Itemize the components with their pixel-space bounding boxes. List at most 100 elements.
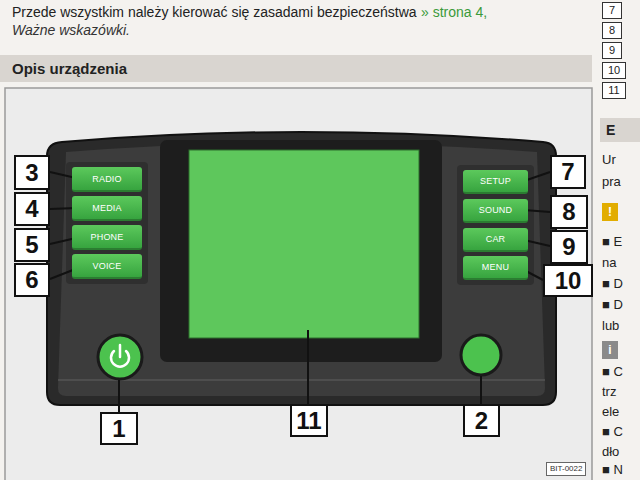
text-fragment: Ur: [602, 152, 616, 167]
leader-line: [118, 380, 120, 412]
hardware-button: RADIO: [72, 167, 142, 192]
figure-code-box: BIT-0022: [546, 462, 586, 476]
text-fragment-box: ■ E: [602, 234, 622, 250]
hardware-button: CAR: [463, 228, 528, 252]
text-fragment: ■ E: [602, 234, 622, 249]
body-text: Ważne wskazówki.: [12, 22, 130, 38]
info-icon: i: [608, 343, 611, 357]
text-fragment: trz: [602, 384, 616, 399]
text-fragment: lub: [602, 318, 619, 333]
text-fragment-box: ■ N: [602, 462, 623, 478]
legend-number-box: 11: [602, 82, 626, 99]
text-fragment-box: na: [602, 255, 616, 271]
legend-number: 10: [608, 64, 620, 76]
power-knob: [98, 335, 142, 379]
hardware-button: MENU: [463, 256, 528, 280]
figure-frame: [5, 88, 592, 480]
legend-number-box: 10: [602, 62, 626, 79]
hardware-button: VOICE: [72, 254, 142, 279]
text-fragment-box: ■ C: [602, 364, 623, 380]
text-fragment-box: trz: [602, 384, 616, 400]
text-fragment-box: lub: [602, 318, 619, 334]
callout-number-box: 5: [14, 228, 50, 262]
text-fragment-box: Ur: [602, 152, 616, 168]
button-panel: [66, 162, 148, 284]
button-label: RADIO: [92, 174, 122, 184]
hardware-button: SOUND: [463, 199, 528, 223]
callout-number: 7: [561, 158, 574, 186]
text-fragment-box: ■ D: [602, 297, 623, 313]
figure-code: BIT-0022: [550, 464, 582, 473]
callout-number: 5: [25, 231, 38, 259]
legend-number-box: 9: [602, 42, 622, 59]
text-fragment: ele: [602, 404, 619, 419]
text-fragment-box: pra: [602, 174, 621, 190]
legend-number: 9: [609, 44, 615, 56]
text-fragment: ■ C: [602, 424, 623, 439]
button-label: PHONE: [90, 232, 123, 242]
callout-number-box: 3: [14, 155, 50, 190]
callout-number: 8: [562, 198, 575, 226]
callout-number-box: 9: [550, 230, 588, 264]
section-heading: Opis urządzenia: [12, 60, 127, 77]
callout-number: 1: [112, 415, 125, 443]
section-heading-fragment-box: E: [600, 118, 640, 142]
section-heading-bar: Opis urządzenia: [0, 55, 592, 82]
text-fragment-box: ele: [602, 404, 619, 420]
legend-number: 11: [608, 84, 619, 96]
callout-number-box: 7: [550, 155, 586, 189]
legend-number: 8: [609, 24, 615, 36]
text-fragment-box: ■ D: [602, 276, 623, 292]
warning-icon: !: [608, 205, 612, 219]
callout-number-box: 10: [543, 264, 593, 297]
callout-number-box: 6: [14, 263, 50, 297]
leader-line: [480, 376, 482, 404]
warning-icon-box: !: [602, 203, 618, 221]
callout-number: 10: [555, 267, 582, 295]
callout-number-box: 1: [100, 412, 138, 445]
leader-line: [307, 330, 309, 404]
text-fragment: ■ D: [602, 297, 623, 312]
legend-number-box: 7: [602, 2, 622, 19]
text-fragment-box: ■ C: [602, 424, 623, 440]
text-fragment: ■ N: [602, 462, 623, 477]
hardware-button: PHONE: [72, 225, 142, 250]
leader-lines: [50, 172, 550, 412]
power-icon: [119, 345, 122, 357]
menu-knob: [461, 335, 501, 375]
info-icon-box: i: [602, 341, 618, 359]
hardware-button: SETUP: [463, 170, 528, 194]
radio-housing: [47, 132, 556, 405]
button-label: VOICE: [92, 261, 121, 271]
page-reference-box: » strona 4,: [421, 4, 487, 21]
legend-number-box: 8: [602, 22, 622, 39]
screen-bezel: [160, 140, 442, 362]
callout-number: 9: [562, 233, 575, 261]
body-text: Przede wszystkim należy kierować się zas…: [12, 4, 417, 20]
text-fragment: na: [602, 255, 616, 270]
button-label: SOUND: [479, 205, 513, 215]
callout-number: 3: [25, 159, 38, 187]
callout-number: 6: [25, 266, 38, 294]
callout-number-box: 11: [290, 404, 328, 437]
callout-number: 4: [25, 195, 38, 223]
button-label: SETUP: [480, 176, 511, 186]
body-text-box: Ważne wskazówki.: [12, 22, 130, 39]
button-label: MEDIA: [92, 203, 122, 213]
hardware-button: MEDIA: [72, 196, 142, 221]
button-label: CAR: [486, 234, 506, 244]
legend-number: 7: [609, 4, 615, 16]
housing-edge: [58, 379, 545, 381]
text-fragment-box: dło: [602, 444, 619, 460]
callout-number-box: 2: [463, 404, 500, 437]
text-fragment: pra: [602, 174, 621, 189]
touch-screen: [189, 150, 419, 338]
text-fragment: dło: [602, 444, 619, 459]
button-panel: [457, 165, 534, 285]
section-heading-fragment: E: [606, 122, 615, 138]
callout-number-box: 4: [14, 192, 50, 226]
page-reference: » strona 4,: [421, 4, 487, 20]
text-fragment: ■ D: [602, 276, 623, 291]
text-fragment: ■ C: [602, 364, 623, 379]
